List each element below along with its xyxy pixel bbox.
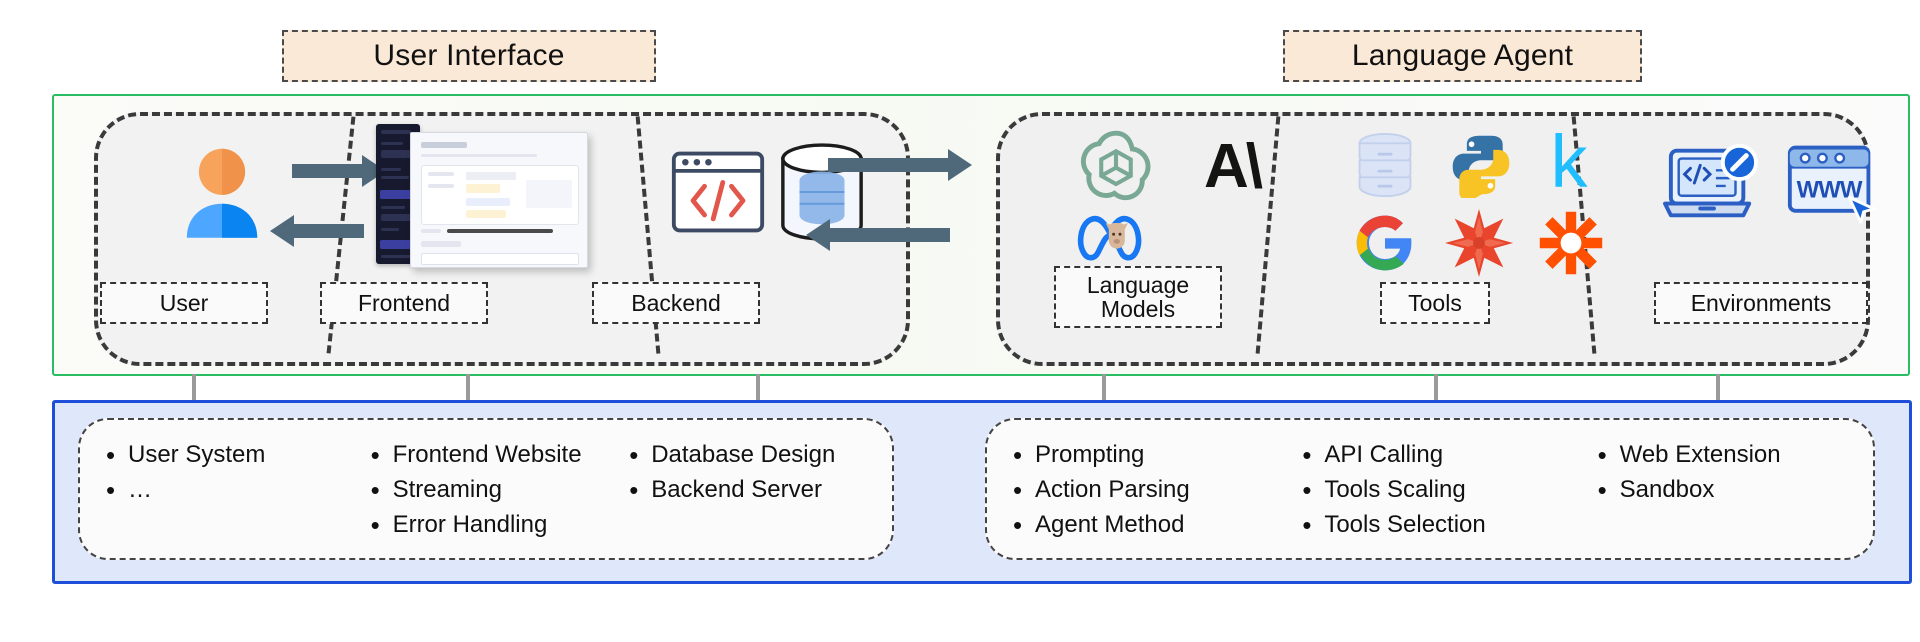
agent-capabilities-column-3: • Web Extension • Sandbox xyxy=(1597,440,1857,544)
ui-capabilities-card: • User System • … • Frontend Website • S… xyxy=(78,418,894,560)
bullet-glyph: • xyxy=(1597,440,1607,470)
frontend-to-user-arrow xyxy=(270,215,364,247)
list-item-label: User System xyxy=(128,441,266,468)
list-item-label: Agent Method xyxy=(1035,510,1185,538)
bullet-glyph: • xyxy=(370,474,380,505)
list-item: • Tools Scaling xyxy=(1302,474,1597,505)
bullet-glyph: • xyxy=(1013,440,1023,470)
section-chip-language-agent-label: Language Agent xyxy=(1351,39,1574,72)
section-chip-user-interface-label: User Interface xyxy=(373,39,565,72)
bullet-glyph: • xyxy=(1302,440,1312,470)
meta-llama-logo-icon xyxy=(1076,204,1164,266)
cell-label-frontend: Frontend xyxy=(320,282,488,324)
ui-capabilities-column-2: • Frontend Website • Streaming • Error H… xyxy=(370,440,630,544)
database-stack-icon xyxy=(1350,130,1420,200)
ui-capabilities-column-1: • User System • … xyxy=(106,440,371,544)
list-item-label: Tools Selection xyxy=(1324,510,1486,538)
kaggle-logo-text: k xyxy=(1550,119,1588,203)
google-logo-icon xyxy=(1350,208,1420,278)
list-item: • Prompting xyxy=(1013,440,1302,470)
list-item: • Database Design xyxy=(629,440,876,470)
anthropic-logo-text: A\ xyxy=(1204,132,1263,201)
list-item-label: Database Design xyxy=(651,441,836,468)
list-item-label: Sandbox xyxy=(1619,475,1715,503)
openai-logo-icon xyxy=(1074,124,1158,208)
list-item: • Agent Method xyxy=(1013,509,1302,540)
laptop-code-icon xyxy=(1660,136,1764,232)
list-item-label: API Calling xyxy=(1324,441,1444,468)
kaggle-logo-icon: k xyxy=(1538,124,1600,200)
list-item: • Frontend Website xyxy=(370,440,630,470)
bullet-glyph: • xyxy=(629,474,639,505)
cell-label-user: User xyxy=(100,282,268,324)
python-logo-icon xyxy=(1446,130,1516,200)
list-item-label: Error Handling xyxy=(392,510,548,538)
list-item: • API Calling xyxy=(1302,440,1597,470)
list-item-label: Web Extension xyxy=(1619,441,1781,468)
cell-label-backend-text: Backend xyxy=(631,289,721,316)
cell-label-environments: Environments xyxy=(1654,282,1868,324)
bullet-glyph: • xyxy=(106,440,116,470)
bullet-glyph: • xyxy=(1302,509,1312,540)
bullet-glyph: • xyxy=(370,509,380,540)
list-item-label: Frontend Website xyxy=(392,441,582,468)
anthropic-logo-icon: A\ xyxy=(1182,132,1282,202)
list-item: • Action Parsing xyxy=(1013,474,1302,505)
user-avatar-icon xyxy=(164,138,280,254)
list-item: • Tools Selection xyxy=(1302,509,1597,540)
cell-label-language-models: Language Models xyxy=(1054,266,1222,328)
list-item: • Sandbox xyxy=(1597,474,1857,505)
section-chip-user-interface: User Interface xyxy=(282,30,656,82)
cell-label-tools-text: Tools xyxy=(1408,289,1462,316)
list-item-label: Action Parsing xyxy=(1035,475,1190,503)
list-item-label: Prompting xyxy=(1035,441,1145,468)
architecture-panel: A\ xyxy=(52,94,1910,376)
list-item-label: … xyxy=(128,475,152,503)
cell-label-backend: Backend xyxy=(592,282,760,324)
bullet-glyph: • xyxy=(629,440,639,470)
agent-capabilities-column-1: • Prompting • Action Parsing • Agent Met… xyxy=(1013,440,1302,544)
list-item: • Web Extension xyxy=(1597,440,1857,470)
agent-to-backend-arrow xyxy=(806,219,950,251)
cell-label-tools: Tools xyxy=(1380,282,1490,324)
bullet-glyph: • xyxy=(106,474,116,505)
ui-capabilities-column-3: • Database Design • Backend Server xyxy=(629,440,876,544)
cell-label-language-models-line1: Language xyxy=(1086,271,1190,298)
code-window-icon xyxy=(670,144,766,240)
list-item: • Backend Server xyxy=(629,474,876,505)
frontend-app-screenshot-icon xyxy=(376,124,592,274)
bullet-glyph: • xyxy=(1013,474,1023,505)
wolfram-logo-icon xyxy=(1442,206,1516,280)
bullet-glyph: • xyxy=(370,440,380,470)
cell-label-environments-text: Environments xyxy=(1690,289,1832,316)
cell-label-user-text: User xyxy=(159,289,209,316)
zapier-logo-icon xyxy=(1534,206,1608,280)
backend-to-agent-arrow xyxy=(828,149,972,181)
list-item-label: Backend Server xyxy=(651,475,822,503)
cell-label-language-models-line2: Models xyxy=(1100,296,1176,322)
agent-capabilities-card: • Prompting • Action Parsing • Agent Met… xyxy=(985,418,1875,560)
section-chip-language-agent: Language Agent xyxy=(1283,30,1642,82)
www-browser-icon: WWW xyxy=(1780,136,1884,232)
bullet-glyph: • xyxy=(1302,474,1312,505)
list-item: • Error Handling xyxy=(370,509,630,540)
bullet-glyph: • xyxy=(1597,474,1607,505)
user-to-frontend-arrow xyxy=(292,155,386,187)
list-item: • … xyxy=(106,474,371,505)
cell-label-frontend-text: Frontend xyxy=(357,289,451,316)
bullet-glyph: • xyxy=(1013,509,1023,540)
list-item: • User System xyxy=(106,440,371,470)
list-item-label: Tools Scaling xyxy=(1324,475,1466,503)
list-item-label: Streaming xyxy=(392,475,502,503)
agent-capabilities-column-2: • API Calling • Tools Scaling • Tools Se… xyxy=(1302,440,1597,544)
list-item: • Streaming xyxy=(370,474,630,505)
